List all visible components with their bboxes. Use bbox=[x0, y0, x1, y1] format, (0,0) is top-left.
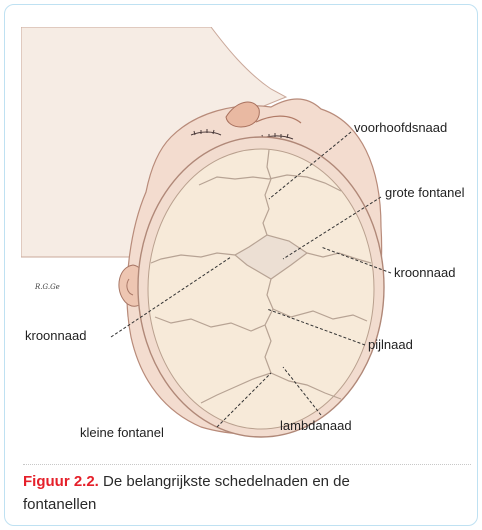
label-pijlnaad: pijlnaad bbox=[368, 337, 413, 352]
artist-signature: R.G.Ge bbox=[34, 283, 60, 291]
figure-card: voorhoofdsnaad grote fontanel kroonnaad … bbox=[4, 4, 478, 526]
label-voorhoofdsnaad: voorhoofdsnaad bbox=[354, 120, 447, 135]
label-lambdanaad: lambdanaad bbox=[280, 418, 352, 433]
caption-number: Figuur 2.2. bbox=[23, 473, 99, 490]
label-kleine-fontanel: kleine fontanel bbox=[80, 425, 164, 440]
figure-caption: Figuur 2.2. De belangrijkste schedelnade… bbox=[23, 470, 403, 516]
label-kroonnaad-left: kroonnaad bbox=[25, 328, 86, 343]
caption-divider bbox=[23, 464, 471, 465]
skull-diagram: voorhoofdsnaad grote fontanel kroonnaad … bbox=[21, 27, 471, 445]
label-grote-fontanel: grote fontanel bbox=[385, 185, 465, 200]
label-kroonnaad-right: kroonnaad bbox=[394, 265, 455, 280]
skull-illustration: voorhoofdsnaad grote fontanel kroonnaad … bbox=[21, 27, 471, 445]
